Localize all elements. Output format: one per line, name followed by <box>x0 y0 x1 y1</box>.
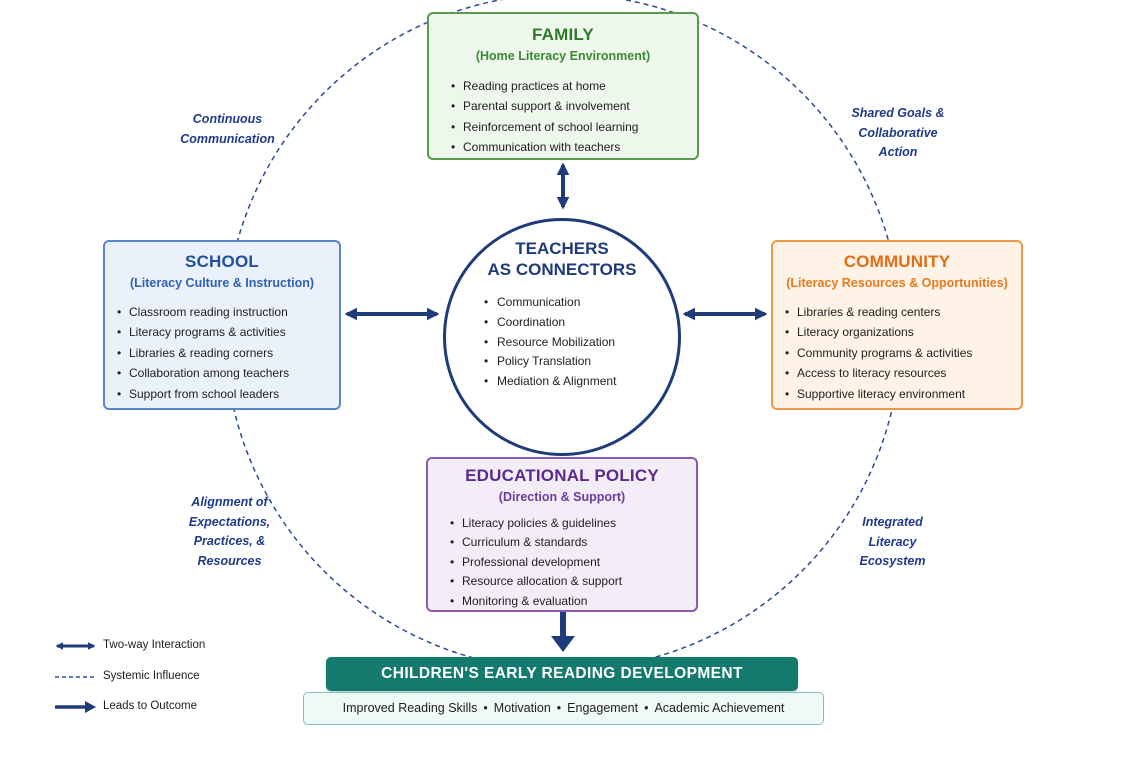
legend-leads-label: Leads to Outcome <box>103 700 197 712</box>
policy-item: Curriculum & standards <box>442 533 696 553</box>
outcome-separator: • <box>556 701 562 715</box>
community-item: Literacy organizations <box>777 322 1021 343</box>
connector-line: Integrated <box>862 515 923 529</box>
outcome-strip: Improved Reading Skills • Motivation • Engag… <box>303 692 824 725</box>
policy-subtitle: (Direction & Support) <box>498 490 626 504</box>
school-list: Classroom reading instruction Literacy p… <box>105 302 339 404</box>
policy-item: Literacy policies & guidelines <box>442 514 696 534</box>
school-title: SCHOOL <box>185 252 259 271</box>
community-item: Libraries & reading centers <box>777 302 1021 323</box>
community-box: COMMUNITY (Literacy Resources & Opportun… <box>771 240 1023 410</box>
school-subtitle: (Literacy Culture & Instruction) <box>129 276 315 290</box>
connector-line: Expectations, <box>188 514 271 529</box>
connector-label-top-left: Continuous Communication <box>160 110 295 149</box>
outcome-item: Improved Reading Skills <box>342 701 478 715</box>
school-item: Libraries & reading corners <box>109 343 339 364</box>
community-item: Supportive literacy environment <box>777 384 1021 405</box>
center-item: Coordination <box>484 313 616 333</box>
policy-title: EDUCATIONAL POLICY <box>465 466 659 485</box>
center-item: Resource Mobilization <box>484 333 616 353</box>
center-title-line2: AS CONNECTORS <box>487 260 637 279</box>
legend-systemic-label: Systemic Influence <box>103 670 200 682</box>
legend-leads-head <box>85 701 96 713</box>
school-box: SCHOOL (Literacy Culture & Instruction) … <box>103 240 341 410</box>
arrow-policy-outcome-head <box>551 636 575 652</box>
school-item: Support from school leaders <box>109 384 339 405</box>
center-item: Policy Translation <box>484 352 616 372</box>
connector-line: Alignment of <box>191 495 268 509</box>
connector-line: Shared Goals & <box>851 106 945 120</box>
family-item: Parental support & involvement <box>443 96 697 117</box>
connector-label-bottom-right: Integrated Literacy Ecosystem <box>825 513 960 572</box>
policy-list: Literacy policies & guidelines Curriculu… <box>428 514 696 611</box>
family-subtitle: (Home Literacy Environment) <box>475 49 651 63</box>
community-list: Libraries & reading centers Literacy org… <box>773 302 1021 404</box>
outcome-item: Motivation <box>493 701 551 715</box>
family-box: FAMILY (Home Literacy Environment) Readi… <box>427 12 699 160</box>
family-item: Reading practices at home <box>443 76 697 97</box>
teachers-connectors-circle: TEACHERS AS CONNECTORS Communication Coo… <box>443 218 681 456</box>
connector-line: Action <box>878 145 918 159</box>
connector-line: Practices, & <box>193 534 266 548</box>
connector-label-top-right: Shared Goals & Collaborative Action <box>828 104 968 163</box>
community-item: Community programs & activities <box>777 343 1021 364</box>
center-item: Communication <box>484 293 616 313</box>
connector-line: Collaborative <box>858 125 938 140</box>
outcome-item: Engagement <box>567 701 639 715</box>
family-item: Reinforcement of school learning <box>443 117 697 138</box>
policy-item: Monitoring & evaluation <box>442 592 696 612</box>
center-title: TEACHERS AS CONNECTORS <box>446 238 678 280</box>
school-item: Literacy programs & activities <box>109 322 339 343</box>
community-subtitle: (Literacy Resources & Opportunities) <box>786 276 1008 290</box>
community-title: COMMUNITY <box>843 252 951 271</box>
community-item: Access to literacy resources <box>777 363 1021 384</box>
family-title: FAMILY <box>532 25 594 44</box>
outcome-item: Academic Achievement <box>654 701 785 715</box>
family-list: Reading practices at home Parental suppo… <box>429 76 697 158</box>
outcome-banner: CHILDREN'S EARLY READING DEVELOPMENT <box>326 657 798 691</box>
connector-line: Communication <box>180 131 275 146</box>
center-title-line1: TEACHERS <box>515 239 609 258</box>
connector-line: Resources <box>197 553 262 568</box>
connector-label-bottom-left: Alignment of Expectations, Practices, & … <box>162 493 297 571</box>
center-list: Communication Coordination Resource Mobi… <box>484 293 616 392</box>
family-item: Communication with teachers <box>443 137 697 158</box>
policy-box: EDUCATIONAL POLICY (Direction & Support)… <box>426 457 698 612</box>
policy-item: Resource allocation & support <box>442 572 696 592</box>
connector-line: Literacy <box>868 534 917 549</box>
school-item: Collaboration among teachers <box>109 363 339 384</box>
legend-two-way-label: Two-way Interaction <box>103 639 206 651</box>
center-item: Mediation & Alignment <box>484 372 616 392</box>
connector-line: Continuous <box>192 112 263 126</box>
policy-item: Professional development <box>442 553 696 573</box>
school-item: Classroom reading instruction <box>109 302 339 323</box>
connector-line: Ecosystem <box>859 554 926 568</box>
outcome-separator: • <box>644 701 649 715</box>
outcome-separator: • <box>483 701 488 715</box>
